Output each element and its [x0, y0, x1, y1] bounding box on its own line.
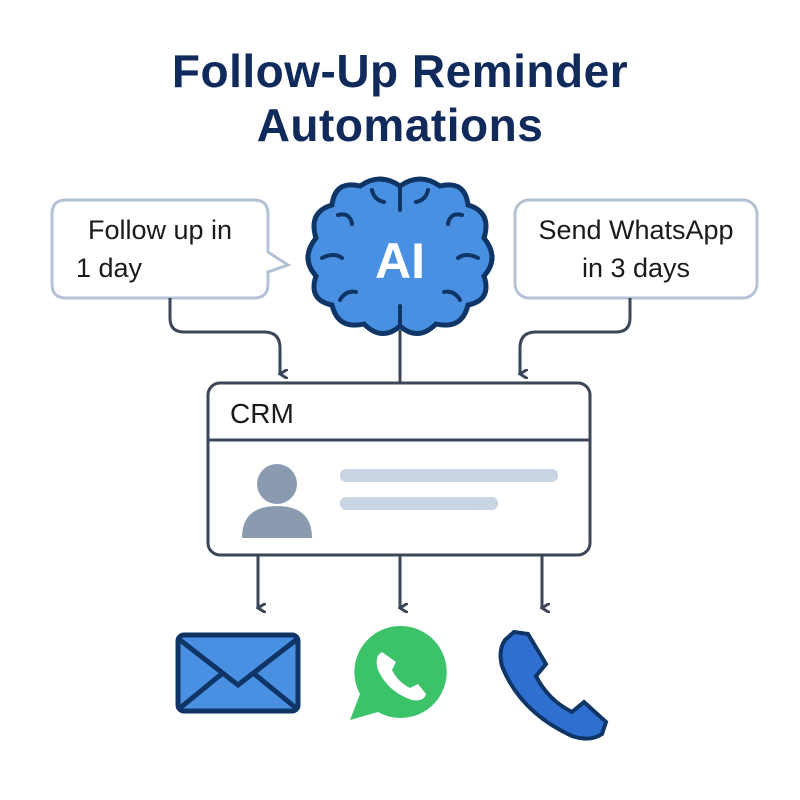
avatar-icon: [242, 464, 312, 538]
phone-icon: [498, 629, 609, 741]
left-bubble-text: Follow up in 1 day: [52, 211, 268, 287]
title-line-1: Follow-Up Reminder: [171, 45, 629, 97]
right-bubble-text: Send WhatsApp in 3 days: [515, 211, 757, 287]
placeholder-line-2: [340, 497, 498, 510]
right-bubble-line-1: Send WhatsApp: [538, 215, 734, 245]
connector-right: [520, 298, 632, 374]
crm-label: CRM: [230, 398, 294, 429]
left-speech-bubble: [50, 198, 292, 300]
title-line-2: Automations: [256, 99, 544, 151]
left-bubble-line-1: Follow up in: [87, 215, 233, 245]
right-bubble-line-2: in 3 days: [581, 253, 691, 283]
right-speech-bubble: [513, 198, 759, 300]
ai-label: AI: [375, 233, 425, 289]
connector-left: [168, 298, 280, 374]
envelope-icon: [175, 632, 301, 714]
brain-icon: [305, 176, 495, 336]
placeholder-line-1: [340, 469, 558, 482]
whatsapp-icon: [350, 625, 447, 720]
left-bubble-line-2: 1 day: [76, 253, 143, 283]
